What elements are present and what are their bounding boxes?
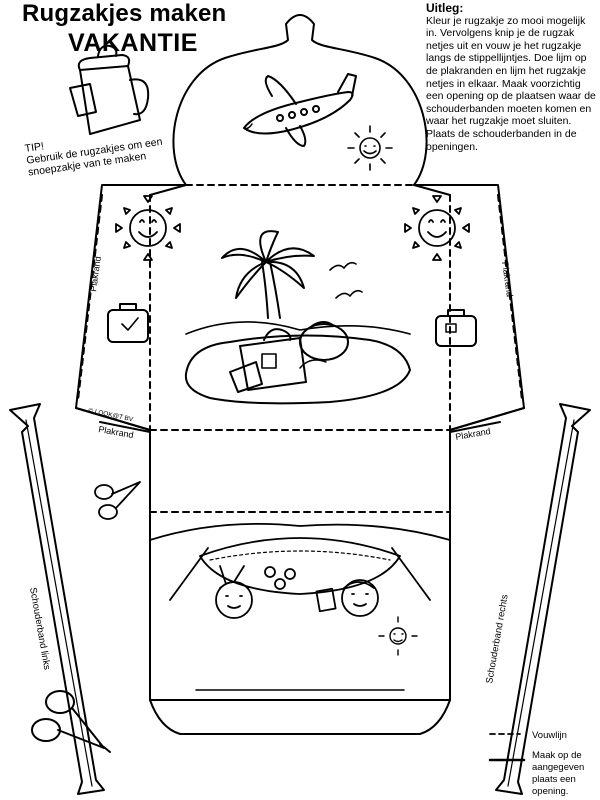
legend-cut-line3: plaats een (532, 774, 576, 785)
scissors-icon (94, 481, 141, 520)
scissors-icon (31, 690, 111, 753)
legend-fold-label: Vouwlijn (532, 730, 567, 741)
legend-cut-line1: Maak op de (532, 750, 582, 761)
instructions-heading: Uitleg: (426, 1, 464, 15)
instructions-body: Kleur je rugzakje zo mooi mogelijk in. V… (426, 14, 596, 153)
suitcase-icon (435, 309, 477, 347)
title-line-2: VAKANTIE (68, 29, 198, 57)
top-flap (172, 14, 428, 186)
legend (488, 733, 526, 762)
sun-icon (404, 195, 470, 261)
strap-left-label: Schouderband links (27, 587, 52, 671)
strap-left (9, 403, 105, 795)
bird-icon (329, 261, 357, 271)
sun-icon (115, 195, 181, 261)
strap-right (495, 403, 591, 795)
instructions: Uitleg: Kleur je rugzakje zo mooi mogeli… (426, 2, 596, 153)
lower-panel (149, 431, 451, 735)
side-flaps (75, 184, 525, 433)
airplane-icon (243, 73, 357, 147)
island-icon (184, 230, 411, 405)
plakrand-label-right: Plakrand (500, 261, 515, 298)
legend-cut-line4: opening. (532, 786, 568, 797)
sun-icon (347, 125, 393, 171)
plakrand-label-bottom-right: Plakrand (455, 426, 492, 442)
strap-right-label: Schouderband rechts (484, 593, 511, 684)
hammock-kids-icon (149, 523, 451, 656)
suitcase-icon (107, 303, 149, 343)
bird-icon (335, 289, 363, 299)
legend-cut-line2: aangegeven (532, 762, 584, 773)
copyright-label: © LOOK@T BV (88, 406, 135, 423)
plakrand-label-bottom-left: Plakrand (98, 424, 135, 440)
backpack-icon (69, 44, 150, 135)
title-line-1: Rugzakjes maken (22, 0, 227, 27)
plakrand-label-left: Plakrand (88, 256, 103, 293)
